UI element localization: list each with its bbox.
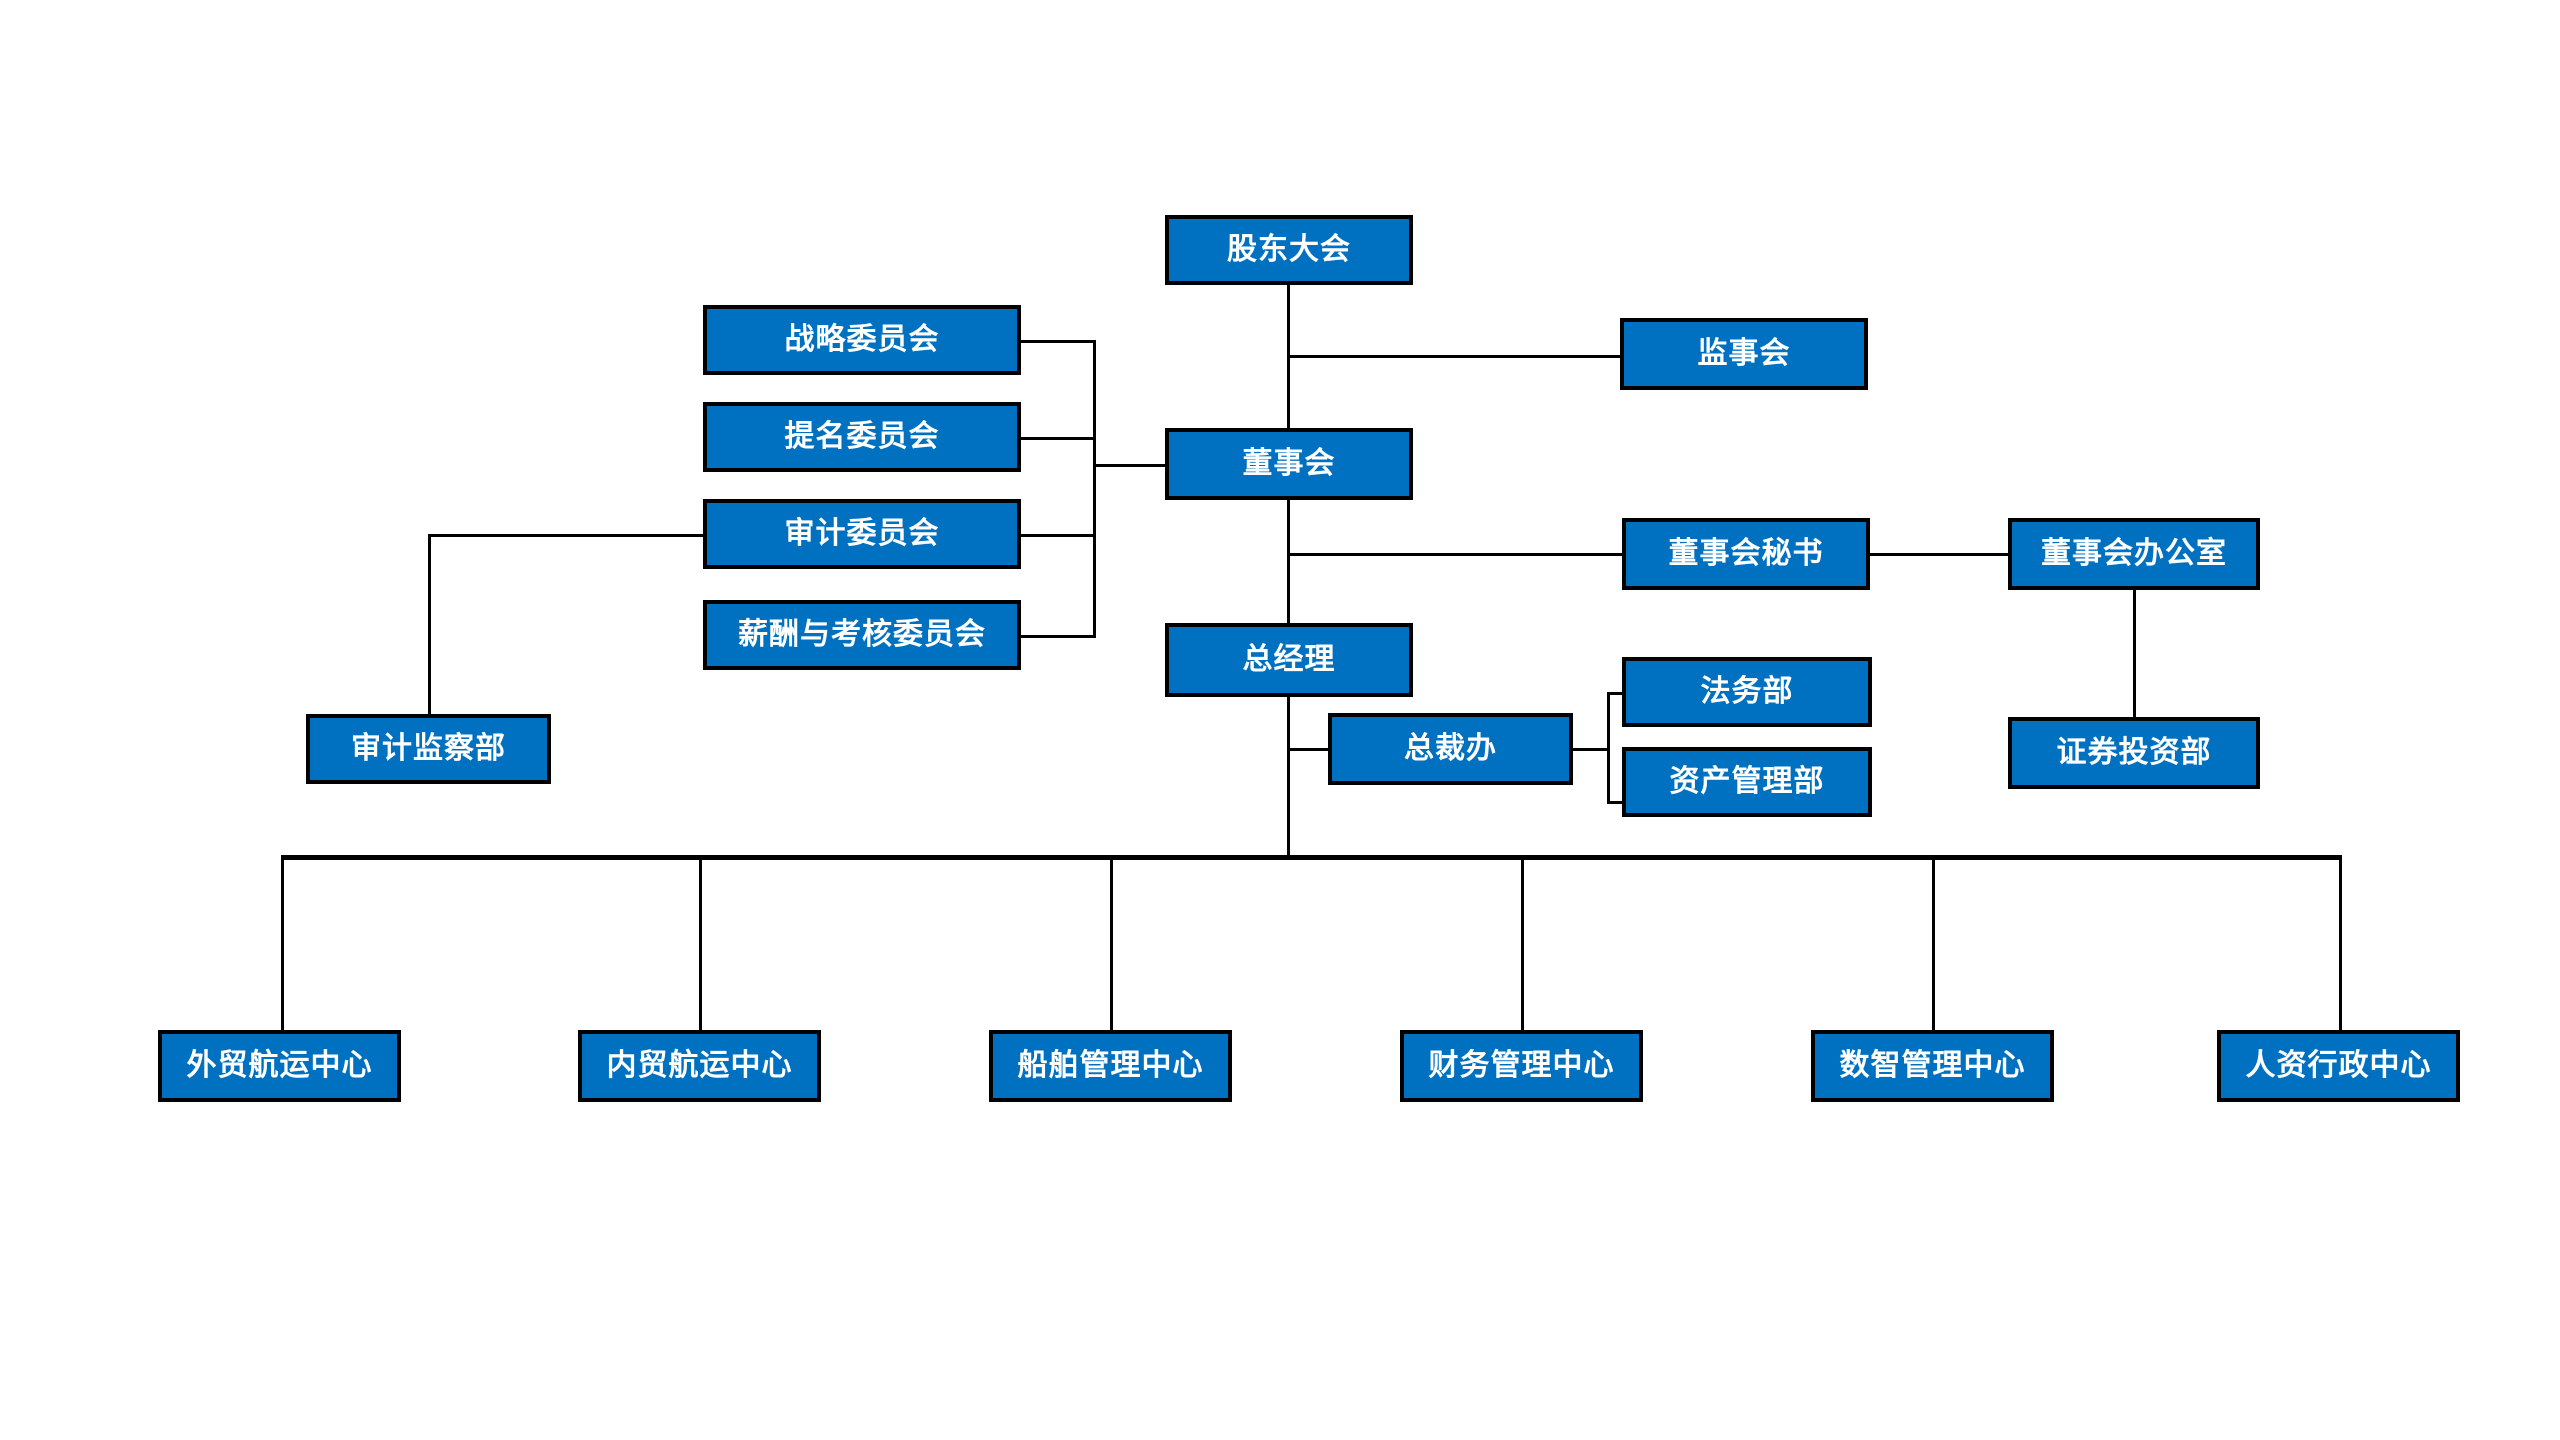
connector-bus-to-hr-admin	[2339, 855, 2342, 1031]
node-digital-mgmt-label: 数智管理中心	[1839, 1049, 2026, 1082]
node-general-manager-label: 总经理	[1242, 643, 1336, 676]
node-finance-mgmt-label: 财务管理中心	[1428, 1049, 1615, 1082]
node-board-office-label: 董事会办公室	[2041, 537, 2227, 570]
connector-general-manager-to-bottom-bus	[1287, 697, 1290, 857]
node-strategy-cmte[interactable]: 战略委员会	[703, 305, 1021, 375]
connector-board-to-board-secretary	[1287, 553, 1636, 556]
connector-board-to-committee-bus	[1093, 464, 1167, 467]
node-nomination-cmte-label: 提名委员会	[784, 420, 940, 453]
node-board[interactable]: 董事会	[1165, 428, 1413, 500]
node-president-office[interactable]: 总裁办	[1328, 713, 1573, 785]
node-supervisory-board[interactable]: 监事会	[1620, 318, 1868, 390]
node-strategy-cmte-label: 战略委员会	[784, 323, 940, 356]
node-comp-assess-cmte[interactable]: 薪酬与考核委员会	[703, 600, 1021, 670]
connector-bus-to-foreign-trade	[281, 855, 284, 1031]
connector-audit-cmte-to-bus	[1018, 534, 1096, 537]
node-general-manager[interactable]: 总经理	[1165, 623, 1413, 697]
node-foreign-trade[interactable]: 外贸航运中心	[158, 1030, 401, 1102]
connector-bus-to-digital-mgmt	[1932, 855, 1935, 1031]
node-ship-mgmt-label: 船舶管理中心	[1017, 1049, 1204, 1082]
connector-board-office-to-securities-dept	[2133, 589, 2136, 723]
bottom-division-bus	[281, 855, 2342, 860]
connector-board-to-general-manager	[1287, 500, 1290, 624]
node-supervisory-board-label: 监事会	[1697, 337, 1791, 370]
connector-audit-cmte-left-stub	[428, 534, 706, 537]
node-comp-assess-cmte-label: 薪酬与考核委员会	[738, 618, 986, 651]
connector-audit-cmte-to-audit-dept-vertical	[428, 534, 431, 724]
node-domestic-trade[interactable]: 内贸航运中心	[578, 1030, 821, 1102]
node-asset-mgmt-dept-label: 资产管理部	[1669, 765, 1825, 798]
connector-board-secretary-to-board-office	[1868, 553, 2010, 556]
president-office-child-bus	[1607, 692, 1610, 804]
connector-nomination-cmte-to-bus	[1018, 437, 1096, 440]
connector-president-office-right-stub	[1570, 748, 1610, 751]
node-hr-admin[interactable]: 人资行政中心	[2217, 1030, 2460, 1102]
node-ship-mgmt[interactable]: 船舶管理中心	[989, 1030, 1232, 1102]
connector-comp-assess-cmte-to-bus	[1018, 635, 1096, 638]
connector-bus-to-domestic-trade	[699, 855, 702, 1031]
node-audit-dept[interactable]: 审计监察部	[306, 714, 551, 784]
node-asset-mgmt-dept[interactable]: 资产管理部	[1622, 747, 1872, 817]
node-audit-dept-label: 审计监察部	[351, 732, 506, 765]
node-domestic-trade-label: 内贸航运中心	[606, 1049, 793, 1082]
node-securities-dept-label: 证券投资部	[2056, 736, 2212, 769]
node-legal-dept[interactable]: 法务部	[1622, 657, 1872, 727]
node-audit-cmte-label: 审计委员会	[784, 517, 940, 550]
node-board-secretary[interactable]: 董事会秘书	[1622, 518, 1870, 590]
connector-bus-to-ship-mgmt	[1110, 855, 1113, 1031]
node-digital-mgmt[interactable]: 数智管理中心	[1811, 1030, 2054, 1102]
connector-strategy-cmte-to-bus	[1018, 340, 1096, 343]
node-audit-cmte[interactable]: 审计委员会	[703, 499, 1021, 569]
connector-shareholders-to-supervisory-board	[1287, 355, 1636, 358]
node-board-office[interactable]: 董事会办公室	[2008, 518, 2260, 590]
node-legal-dept-label: 法务部	[1700, 675, 1794, 708]
node-president-office-label: 总裁办	[1404, 732, 1497, 765]
node-finance-mgmt[interactable]: 财务管理中心	[1400, 1030, 1643, 1102]
committee-bus-vertical	[1093, 340, 1096, 638]
node-securities-dept[interactable]: 证券投资部	[2008, 717, 2260, 789]
node-board-secretary-label: 董事会秘书	[1668, 537, 1824, 570]
node-nomination-cmte[interactable]: 提名委员会	[703, 402, 1021, 472]
node-foreign-trade-label: 外贸航运中心	[186, 1049, 373, 1082]
node-shareholders[interactable]: 股东大会	[1165, 215, 1413, 285]
node-shareholders-label: 股东大会	[1227, 233, 1351, 266]
node-board-label: 董事会	[1242, 447, 1336, 480]
connector-general-manager-to-president-office	[1287, 748, 1335, 751]
connector-bus-to-finance-mgmt	[1521, 855, 1524, 1031]
node-hr-admin-label: 人资行政中心	[2245, 1049, 2432, 1082]
